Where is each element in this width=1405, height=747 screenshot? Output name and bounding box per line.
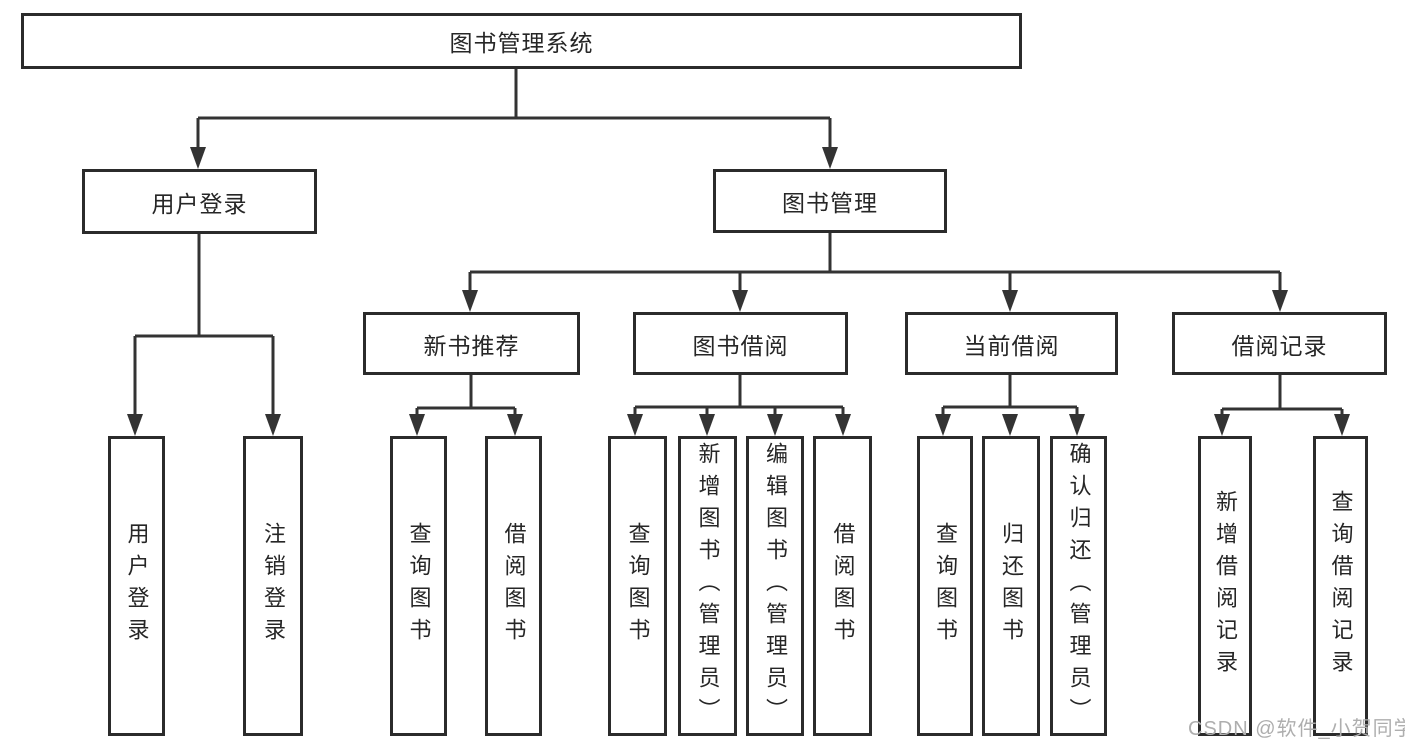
leaf-add-borrow-record: 新增借阅记录 xyxy=(1198,436,1252,736)
node-book-management: 图书管理 xyxy=(713,169,947,233)
arrowheads xyxy=(127,147,1350,436)
leaf-edit-books-admin: 编辑图书（管理员） xyxy=(746,436,804,736)
leaf-query-borrow-record: 查询借阅记录 xyxy=(1313,436,1368,736)
leaf-borrow-books: 借阅图书 xyxy=(813,436,872,736)
leaf-query-books-current: 查询图书 xyxy=(917,436,973,736)
leaf-add-books-admin: 新增图书（管理员） xyxy=(678,436,737,736)
leaf-query-books-recommend: 查询图书 xyxy=(390,436,447,736)
leaf-query-books-borrow: 查询图书 xyxy=(608,436,667,736)
leaf-user-login: 用户登录 xyxy=(108,436,165,736)
csdn-watermark: CSDN @软件_小贺同学 xyxy=(1188,718,1405,740)
leaf-logout: 注销登录 xyxy=(243,436,303,736)
leaf-borrow-books-recommend: 借阅图书 xyxy=(485,436,542,736)
leaf-return-books: 归还图书 xyxy=(982,436,1040,736)
node-borrowing-records: 借阅记录 xyxy=(1172,312,1387,375)
leaf-confirm-return-admin: 确认归还（管理员） xyxy=(1050,436,1107,736)
node-root-library-system: 图书管理系统 xyxy=(21,13,1022,69)
node-user-login: 用户登录 xyxy=(82,169,317,234)
node-current-borrowing: 当前借阅 xyxy=(905,312,1118,375)
node-new-book-recommendation: 新书推荐 xyxy=(363,312,580,375)
node-book-borrowing: 图书借阅 xyxy=(633,312,848,375)
